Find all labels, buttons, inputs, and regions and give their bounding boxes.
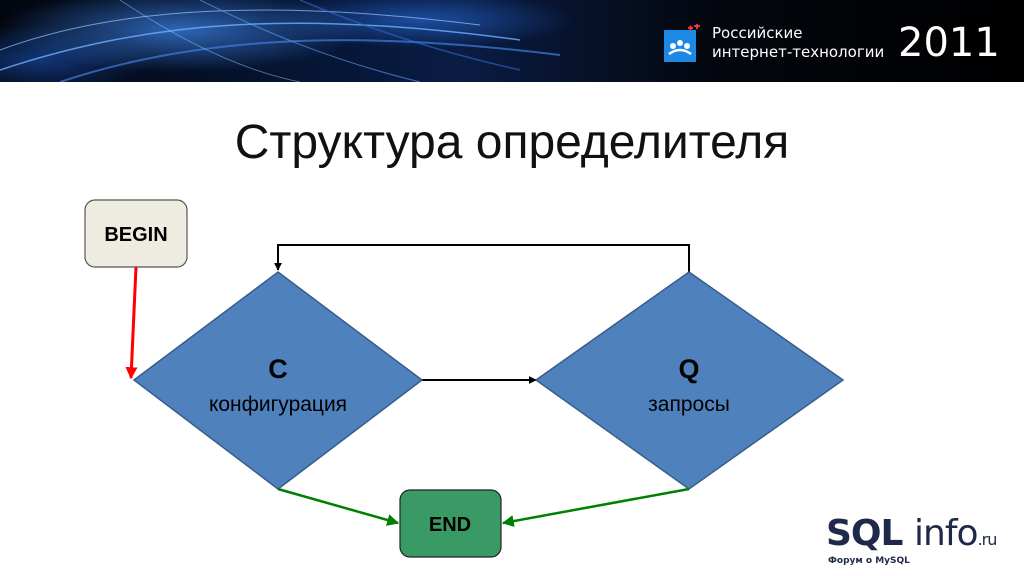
diamond-q-letter: Q: [678, 354, 699, 384]
brand-name-line1: Российские: [712, 24, 803, 42]
brand-name-line2: интернет-технологии: [712, 43, 885, 61]
sqlinfo-logo-tld: .ru: [977, 530, 998, 549]
c-to-end-arrow: [277, 487, 400, 526]
loop-arrow: [274, 244, 690, 272]
end-box: [399, 489, 502, 558]
end-label: END: [429, 514, 471, 536]
brand-year: 2011: [898, 20, 1000, 66]
diamond-c-letter: C: [268, 354, 288, 384]
diamond-q-caption: запросы: [648, 393, 730, 416]
sqlinfo-tagline: Форум о MySQL: [828, 556, 910, 566]
header-banner: Российские интернет-технологии 2011: [0, 0, 1024, 82]
sqlinfo-logo: SQL info.ru Форум о MySQL: [826, 512, 1016, 572]
begin-label: BEGIN: [104, 224, 167, 246]
brand-name: Российские интернет-технологии: [712, 24, 884, 62]
banner-light-streaks: [0, 0, 561, 82]
rit-logo-icon: [664, 24, 700, 62]
sqlinfo-logo-info: info: [914, 513, 979, 554]
sqlinfo-logo-main: SQL: [826, 513, 903, 554]
diamond-c-caption: конфигурация: [209, 393, 347, 416]
slide-title: Структура определителя: [234, 116, 790, 169]
q-to-end-arrow: [501, 487, 690, 527]
begin-to-c-arrow: [125, 266, 138, 380]
